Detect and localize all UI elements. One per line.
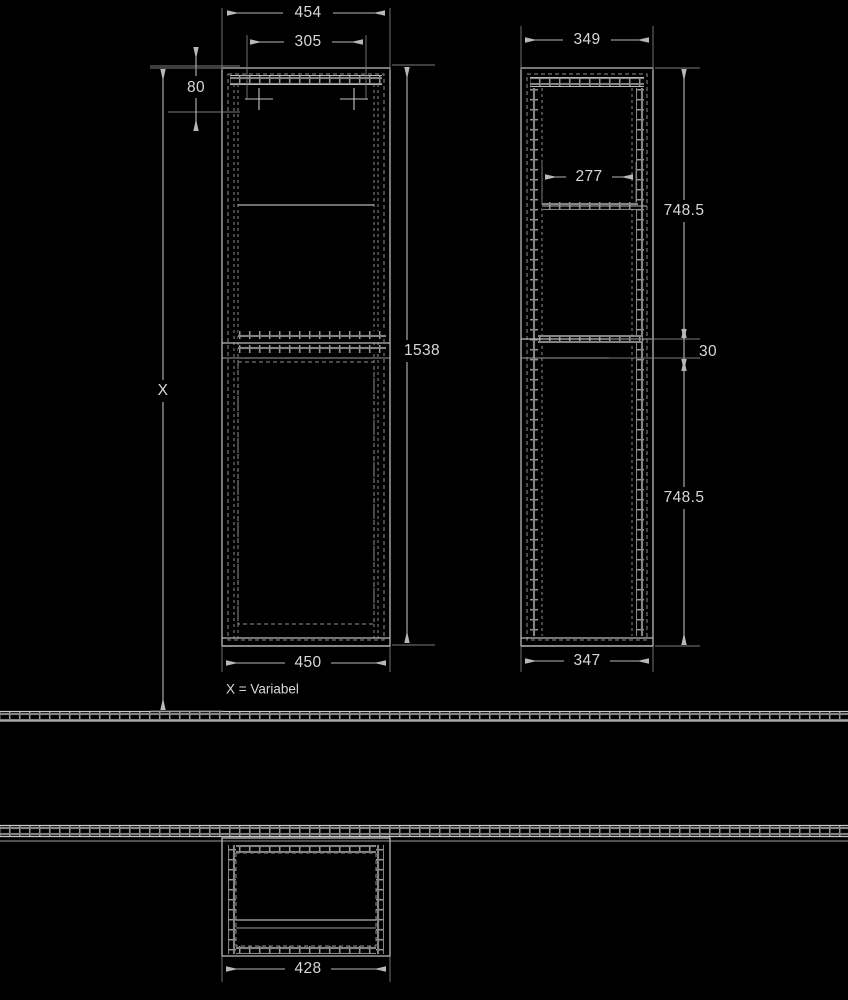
dim-label-748-5-upper: 748.5 bbox=[664, 202, 705, 219]
dim-label-748-5-lower: 748.5 bbox=[664, 489, 705, 506]
mounting-point-right bbox=[340, 88, 368, 110]
dimension-450: 450 bbox=[221, 646, 391, 673]
dim-label-305: 305 bbox=[294, 33, 321, 50]
plan-view: 428 bbox=[0, 824, 848, 982]
dimension-277: 277 bbox=[541, 162, 637, 205]
side-view: 349 277 748.5 30 bbox=[520, 26, 726, 672]
dimension-428: 428 bbox=[221, 956, 391, 982]
variable-note: X = Variabel bbox=[226, 682, 299, 697]
dimension-305: 305 bbox=[246, 32, 367, 100]
dimension-748-5-lower: 748.5 bbox=[654, 357, 714, 647]
dim-label-80: 80 bbox=[187, 79, 205, 96]
mounting-point-left bbox=[245, 88, 273, 110]
wall-band-plan bbox=[0, 824, 848, 842]
dimension-1538: 1538 bbox=[392, 64, 448, 646]
dimension-347: 347 bbox=[520, 646, 654, 672]
dim-label-450: 450 bbox=[294, 654, 321, 671]
dimension-748-5-upper: 748.5 bbox=[654, 67, 714, 340]
dimension-80: 80 bbox=[150, 47, 240, 131]
dim-label-454: 454 bbox=[294, 4, 321, 21]
dim-label-349: 349 bbox=[573, 31, 600, 48]
dim-label-X: X bbox=[158, 382, 169, 399]
dimension-30: 30 bbox=[609, 329, 726, 371]
floor-line-elevation bbox=[0, 710, 848, 722]
middle-divider bbox=[222, 331, 390, 359]
dimension-349: 349 bbox=[520, 26, 654, 70]
dim-label-1538: 1538 bbox=[404, 342, 440, 359]
dim-label-428: 428 bbox=[294, 960, 321, 977]
dimension-454: 454 bbox=[221, 3, 391, 70]
dim-label-30: 30 bbox=[699, 343, 717, 360]
dim-label-347: 347 bbox=[573, 652, 600, 669]
dim-label-277: 277 bbox=[575, 168, 602, 185]
front-view: 454 305 80 1538 bbox=[150, 3, 448, 712]
dimension-X: X bbox=[150, 67, 222, 712]
